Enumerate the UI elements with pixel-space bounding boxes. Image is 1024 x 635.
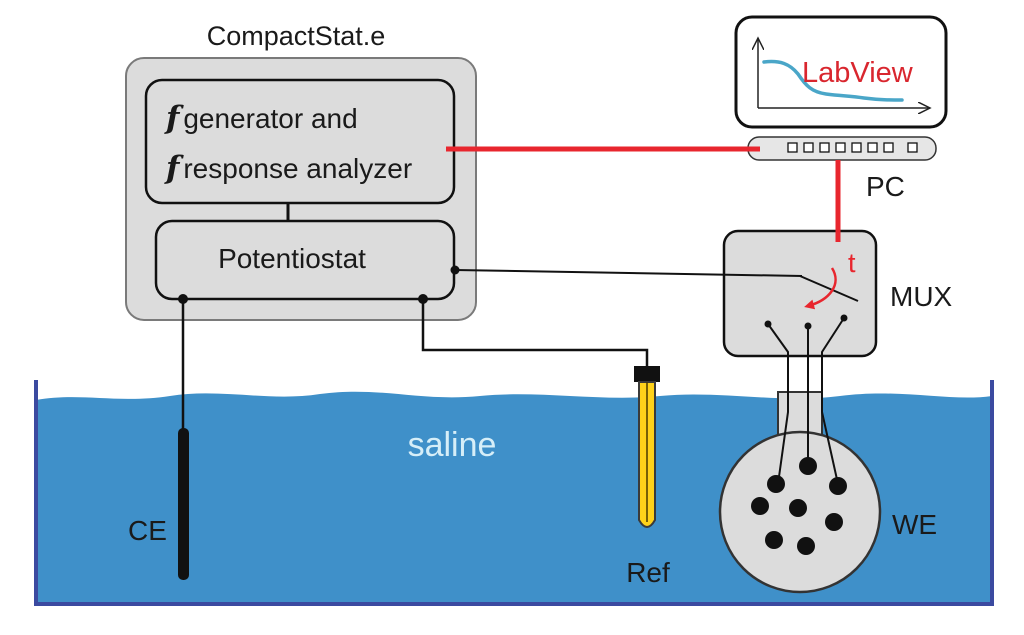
pc-port	[803, 142, 814, 153]
pc-port	[883, 142, 894, 153]
we-microelectrode	[767, 475, 785, 493]
ref-wire	[421, 299, 649, 368]
mux-box	[722, 229, 878, 358]
signal-lines	[446, 146, 841, 242]
we-microelectrode	[765, 531, 783, 549]
wire-terminal	[450, 265, 460, 275]
mux-label: MUX	[890, 281, 953, 312]
pc	[734, 15, 948, 161]
we-microelectrode	[799, 457, 817, 475]
pc-port	[851, 142, 862, 153]
we-microelectrode	[789, 499, 807, 517]
ref-terminal	[418, 294, 428, 304]
mux-time-symbol: t	[848, 248, 856, 278]
pc-port	[867, 142, 878, 153]
bath-container	[34, 380, 994, 606]
working-electrode	[718, 317, 882, 594]
ref-label: Ref	[626, 557, 670, 588]
we-microelectrode	[797, 537, 815, 555]
wires	[178, 265, 803, 430]
plot-curve	[762, 59, 904, 102]
pc-ports	[787, 142, 918, 153]
labview-plot	[758, 38, 930, 108]
saline-label: saline	[408, 426, 497, 464]
potentiostat-to-mux-wire	[454, 269, 803, 277]
pc-port	[787, 142, 798, 153]
compactstat-device	[125, 57, 477, 321]
frequency-symbol: f	[164, 150, 184, 186]
ce-terminal	[178, 294, 188, 304]
generator-line2-text: response analyzer	[183, 153, 412, 184]
generator-line1-text: generator and	[183, 103, 357, 134]
ce-label: CE	[128, 515, 167, 546]
we-microelectrode	[751, 497, 769, 515]
we-label: WE	[892, 509, 937, 540]
generator-analyzer-box	[144, 78, 456, 205]
frequency-symbol: f	[164, 100, 184, 136]
we-lead	[767, 323, 789, 485]
ref-cap	[634, 366, 660, 382]
we-lead	[821, 317, 845, 485]
we-microelectrode	[829, 477, 847, 495]
mux-rotation-arrow	[804, 267, 837, 310]
mux-switch-blade	[799, 275, 859, 302]
counter-electrode	[178, 428, 189, 580]
labview-label: LabView	[802, 57, 914, 89]
potentiostat-box	[154, 219, 456, 301]
we-microelectrode	[825, 513, 843, 531]
potentiostat-label: Potentiostat	[218, 243, 366, 274]
compactstat-title: CompactStat.e	[207, 21, 386, 51]
pc-label: PC	[866, 171, 905, 202]
pc-port	[907, 142, 918, 153]
pc-port	[835, 142, 846, 153]
pc-port	[819, 142, 830, 153]
reference-electrode	[634, 366, 660, 528]
